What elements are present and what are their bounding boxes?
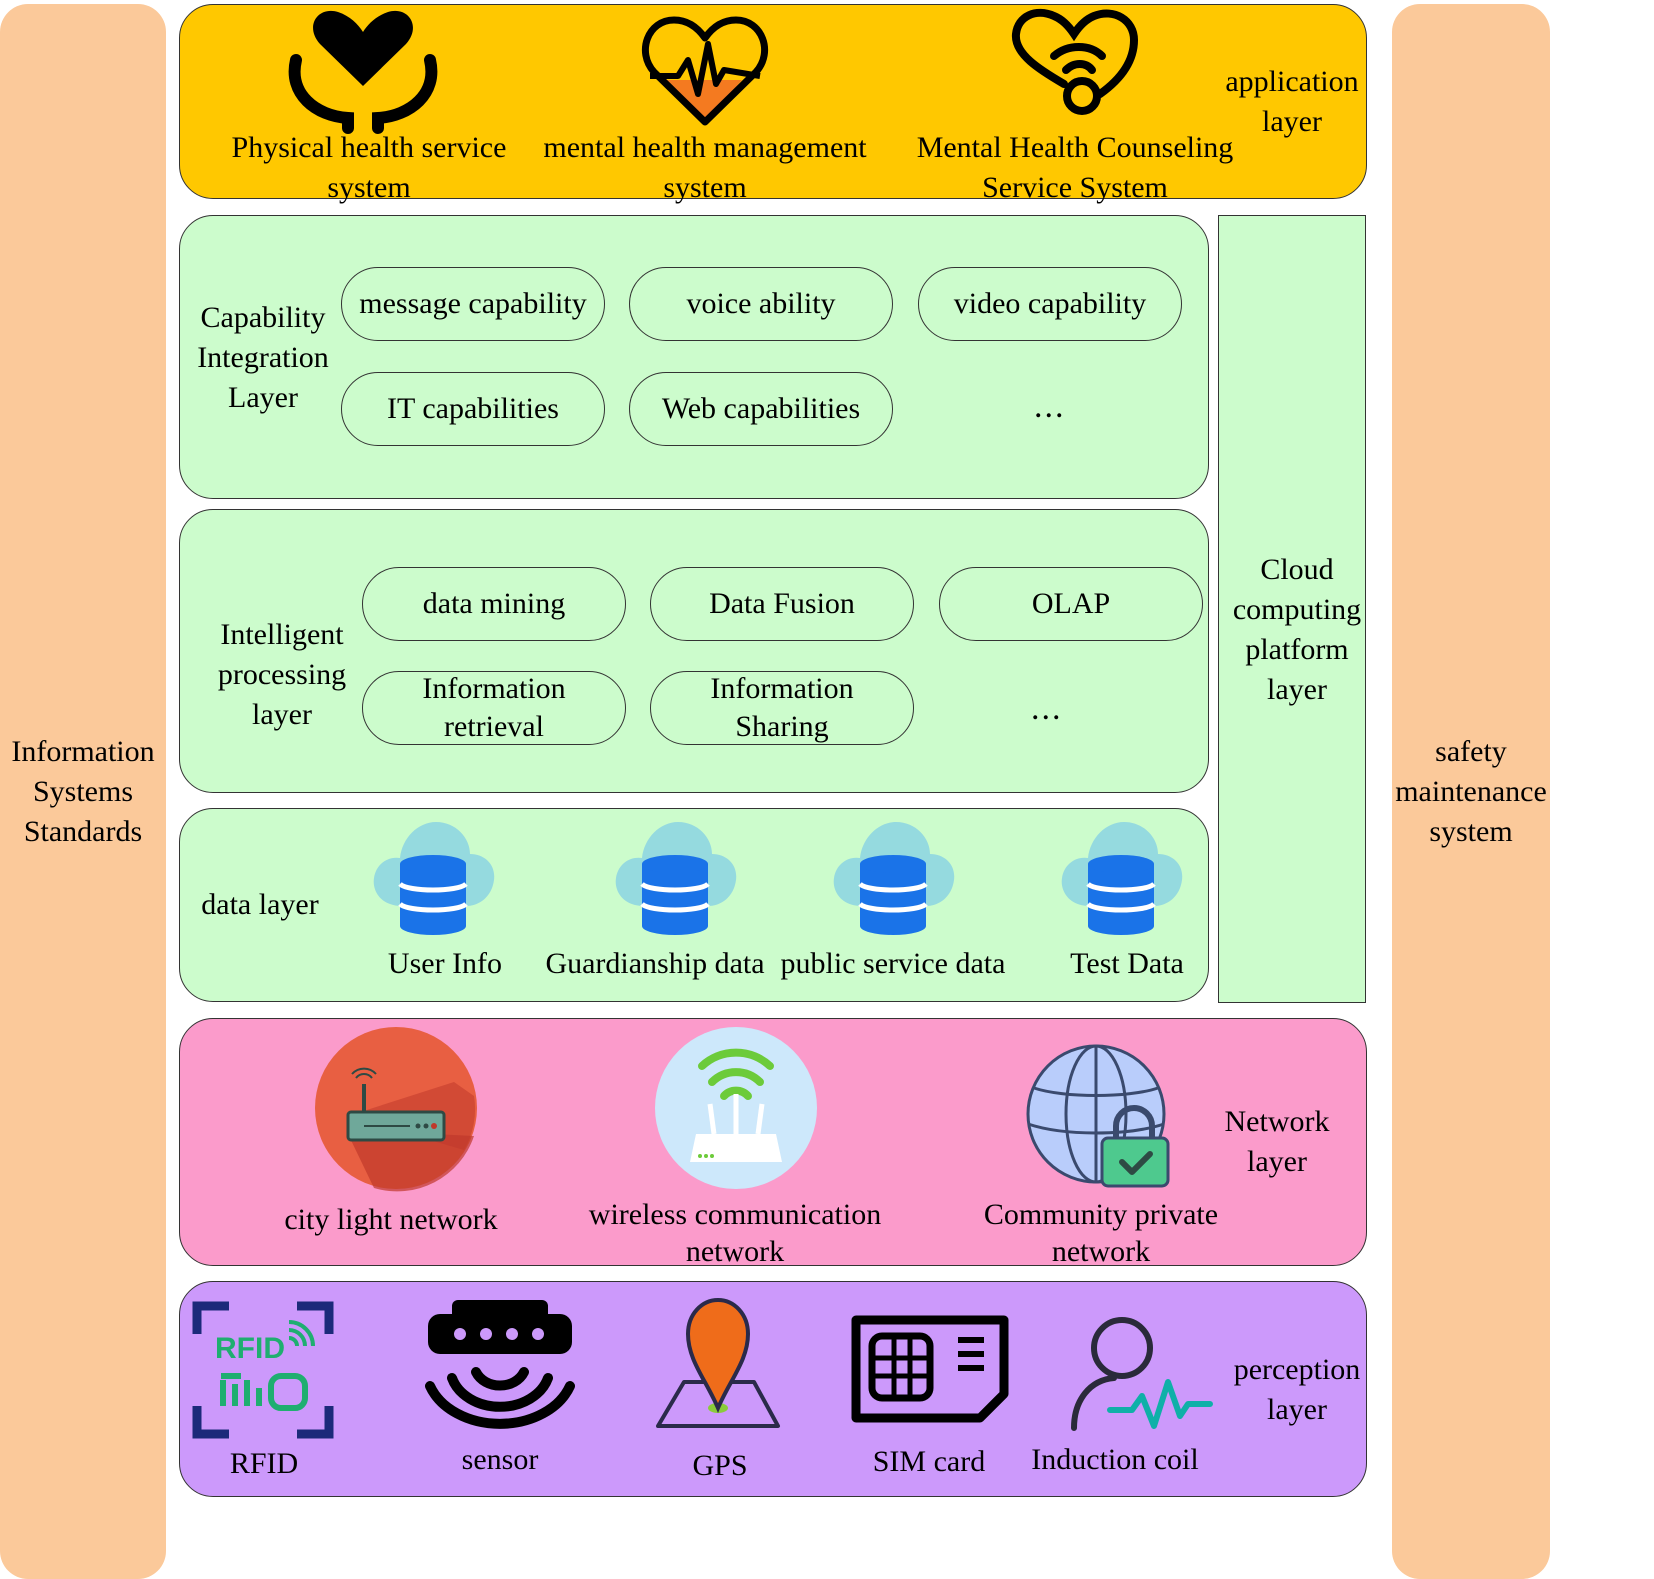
cloud-computing-platform-layer [1218, 215, 1366, 1003]
network-layer-label: Network layer [1224, 1105, 1330, 1178]
mental-health-management-label: mental health management system [543, 131, 867, 204]
guardianship-data-label: Guardianship data [545, 947, 765, 980]
pill-data-fusion: Data Fusion [650, 567, 914, 641]
hands-heart-icon [288, 10, 438, 134]
pill-it-capabilities: IT capabilities [341, 372, 605, 446]
mental-health-counseling-label: Mental Health Counseling Service System [916, 131, 1234, 204]
pill-information-retrieval: Information retrieval [362, 671, 626, 745]
perception-layer-label: perception layer [1233, 1353, 1361, 1426]
person-pulse-icon [1071, 1317, 1213, 1431]
router-icon [315, 1027, 477, 1192]
cloud-database-icon [615, 822, 737, 935]
intelligent-processing-layer-label: Intelligent processing layer [217, 618, 347, 731]
rfid-icon: RFID [192, 1301, 334, 1439]
capability-integration-layer-label: Capability Integration Layer [197, 301, 329, 414]
pill-olap: OLAP [939, 567, 1203, 641]
public-service-data-label: public service data [780, 947, 1006, 980]
rfid-label: RFID [229, 1447, 299, 1480]
rfid-icon-text: RFID [215, 1332, 285, 1365]
sensor-label: sensor [461, 1443, 539, 1476]
capability-ellipsis: ... [1034, 388, 1066, 425]
cloud-database-icon [373, 822, 495, 935]
pill-voice-ability: voice ability [629, 267, 893, 341]
test-data-label: Test Data [1070, 947, 1184, 980]
sensor-icon [425, 1300, 575, 1429]
wifi-router-icon [655, 1027, 817, 1189]
cloud-database-icon [1061, 822, 1183, 935]
sim-card-label: SIM card [872, 1445, 986, 1478]
globe-lock-icon [1026, 1044, 1170, 1188]
application-layer-label: application layer [1225, 65, 1359, 138]
intelligent-processing-layer [179, 509, 1209, 793]
stethoscope-heart-icon [1011, 8, 1139, 115]
wireless-communication-network-label: wireless communication network [588, 1198, 882, 1268]
safety-maintenance-bar: safety maintenance system [1392, 4, 1550, 1579]
cloud-computing-platform-label: Cloud computing platform layer [1232, 553, 1362, 706]
city-light-network-label: city light network [284, 1203, 498, 1236]
gps-label: GPS [692, 1449, 748, 1482]
information-systems-standards-bar: Information Systems Standards [0, 4, 166, 1579]
physical-health-service-label: Physical health service system [231, 131, 507, 204]
pill-web-capabilities: Web capabilities [629, 372, 893, 446]
user-info-label: User Info [387, 947, 503, 980]
induction-coil-label: Induction coil [1031, 1443, 1199, 1476]
processing-ellipsis: ... [1031, 690, 1063, 727]
community-private-network-label: Community private network [983, 1198, 1219, 1268]
data-layer-label: data layer [201, 888, 319, 921]
capability-integration-layer [179, 215, 1209, 499]
pill-message-capability: message capability [341, 267, 605, 341]
safety-maintenance-label: safety maintenance system [1395, 734, 1547, 848]
pill-video-capability: video capability [918, 267, 1182, 341]
information-systems-standards-label: Information Systems Standards [11, 734, 155, 848]
cloud-database-icon [833, 822, 955, 935]
heartbeat-icon [641, 16, 769, 126]
pill-data-mining: data mining [362, 567, 626, 641]
pill-information-sharing: Information Sharing [650, 671, 914, 745]
map-pin-icon [656, 1297, 780, 1428]
sim-card-icon [851, 1315, 1009, 1423]
